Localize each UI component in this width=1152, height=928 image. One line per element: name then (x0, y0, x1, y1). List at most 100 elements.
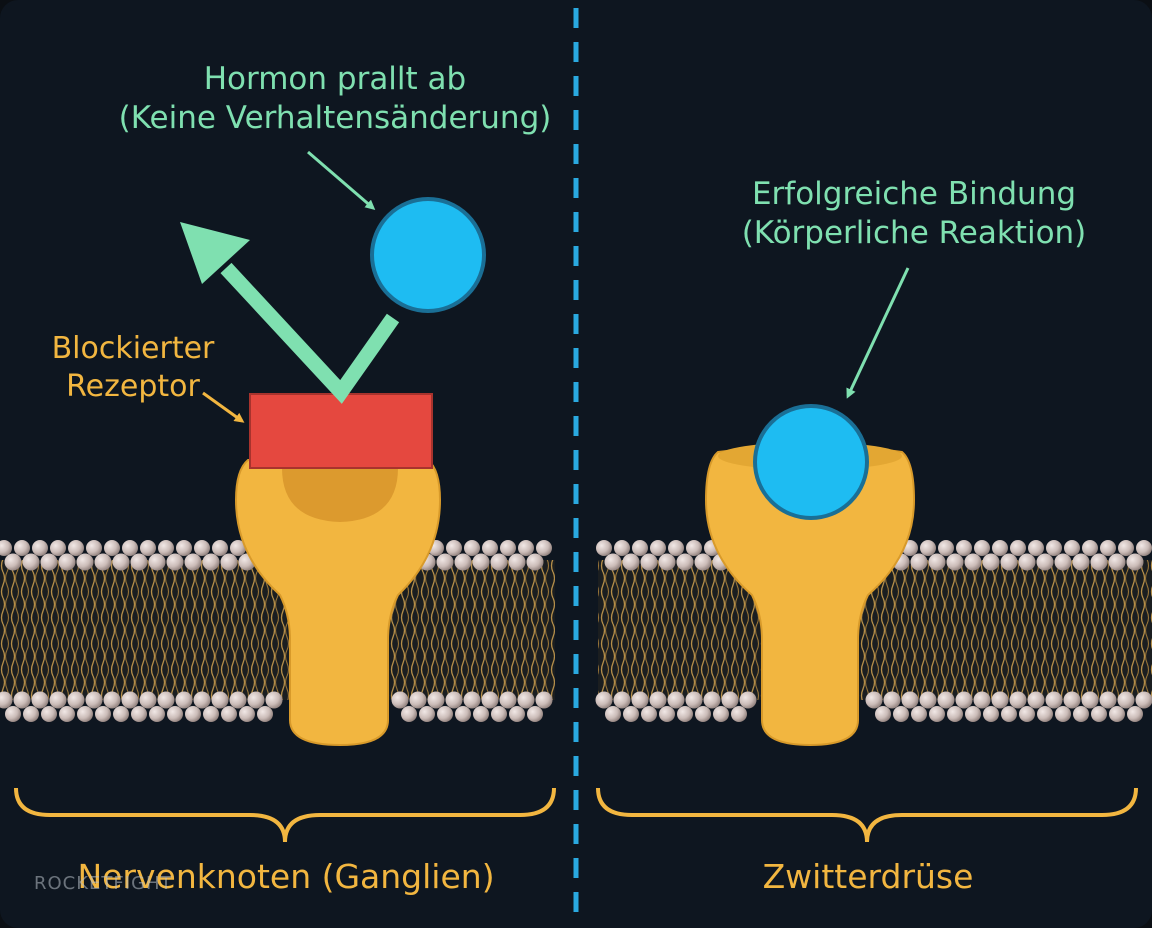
lipid-head (1081, 691, 1099, 709)
lipid-head (964, 553, 982, 571)
region-label-left: Nervenknoten (Ganglien) (77, 857, 495, 896)
lipid-head (22, 553, 40, 571)
lipid-head (527, 706, 543, 722)
lipid-head (77, 706, 93, 722)
lipid-head (1091, 706, 1107, 722)
lipid-head (1063, 691, 1081, 709)
lipid-head (59, 706, 75, 722)
label-bounce-line2: (Keine Verhaltensänderung) (118, 99, 552, 136)
lipid-head (938, 540, 954, 556)
lipid-head (623, 706, 639, 722)
lipid-head (1019, 706, 1035, 722)
lipid-head (1127, 706, 1143, 722)
lipid-head (604, 553, 622, 571)
lipid-head (965, 706, 981, 722)
lipid-head (463, 691, 481, 709)
lipid-head (5, 706, 21, 722)
lipid-head (464, 540, 480, 556)
lipid-head (40, 553, 58, 571)
lipid-head (157, 691, 175, 709)
lipid-head (518, 540, 534, 556)
lipid-head (1136, 540, 1152, 556)
lipid-head (454, 553, 472, 571)
lipid-head (929, 706, 945, 722)
lipid-head (86, 540, 102, 556)
lipid-head (85, 691, 103, 709)
lipid-head (0, 691, 13, 709)
lipid-head (257, 706, 273, 722)
lipid-head (58, 553, 76, 571)
lipid-head (265, 691, 283, 709)
lipid-head (974, 540, 990, 556)
lipid-head (640, 553, 658, 571)
lipid-head (1037, 706, 1053, 722)
lipid-head (239, 706, 255, 722)
lipid-head (31, 691, 49, 709)
lipid-head (1055, 706, 1071, 722)
lipid-head (94, 553, 112, 571)
lipid-head (202, 553, 220, 571)
lipid-head (973, 691, 991, 709)
lipid-head (436, 553, 454, 571)
lipid-head (499, 691, 517, 709)
lipid-head (982, 553, 1000, 571)
lipid-head (176, 540, 192, 556)
brace-right (596, 787, 1138, 843)
lipid-head (613, 691, 631, 709)
lipid-head (0, 540, 12, 556)
lipid-head (41, 706, 57, 722)
lipid-head (865, 691, 883, 709)
lipid-head (184, 553, 202, 571)
lipid-head (113, 706, 129, 722)
lipid-head (631, 691, 649, 709)
lipid-head (991, 691, 1009, 709)
lipid-head (4, 553, 22, 571)
lipid-head (668, 540, 684, 556)
lipid-head (472, 553, 490, 571)
lipid-head (14, 540, 30, 556)
lipid-head (455, 706, 471, 722)
lipid-head (148, 553, 166, 571)
label-binding-line1: Erfolgreiche Bindung (751, 176, 1077, 212)
lipid-head (211, 691, 229, 709)
lipid-head (731, 706, 747, 722)
lipid-head (32, 540, 48, 556)
lipid-head (667, 691, 685, 709)
lipid-head (928, 553, 946, 571)
lipid-head (175, 691, 193, 709)
lipid-head (526, 553, 544, 571)
lipid-head (140, 540, 156, 556)
lipid-head (517, 691, 535, 709)
lipid-head (446, 540, 462, 556)
lipid-head (194, 540, 210, 556)
lipid-head (893, 706, 909, 722)
lipid-head (166, 553, 184, 571)
lipid-head (1028, 540, 1044, 556)
lipid-head (185, 706, 201, 722)
lipid-head (901, 691, 919, 709)
lipid-head (614, 540, 630, 556)
membrane-right (595, 540, 1152, 722)
lipid-head (1000, 553, 1018, 571)
lipid-head (595, 691, 613, 709)
lipid-head (1073, 706, 1089, 722)
lipid-head (491, 706, 507, 722)
receptor-left-pocket (282, 468, 398, 522)
lipid-head (937, 691, 955, 709)
lipid-head (481, 691, 499, 709)
lipid-head (112, 553, 130, 571)
lipid-head (247, 691, 265, 709)
lipid-head (536, 540, 552, 556)
label-blocked-line2: Rezeptor (66, 368, 200, 404)
lipid-head (685, 691, 703, 709)
lipid-head (23, 706, 39, 722)
lipid-head (1135, 691, 1152, 709)
lipid-head (659, 706, 675, 722)
lipid-head (920, 540, 936, 556)
watermark-logo: ROCKETFIGHT (34, 873, 173, 894)
membrane-left-heads (0, 540, 553, 722)
lipid-head (955, 691, 973, 709)
lipid-head (1045, 691, 1063, 709)
